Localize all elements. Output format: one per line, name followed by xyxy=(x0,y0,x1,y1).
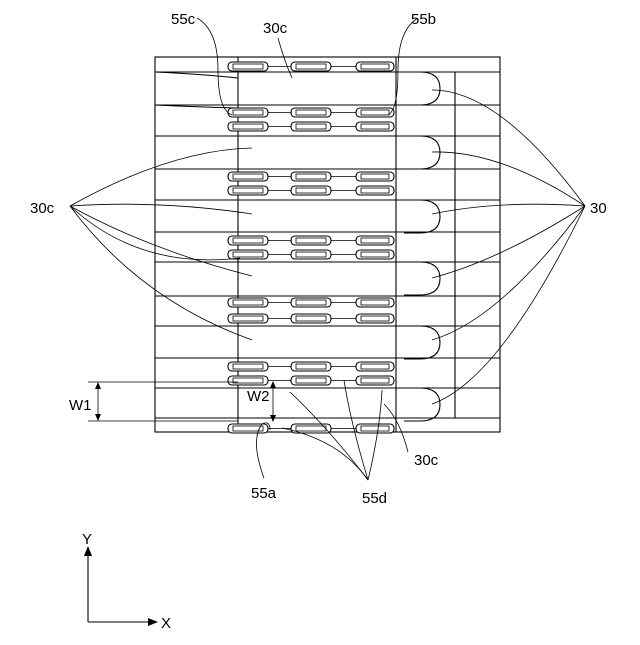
label-55b: 55b xyxy=(411,11,436,28)
adhesive-pad xyxy=(356,424,394,433)
adhesive-pad xyxy=(228,62,268,71)
label-w1: W1 xyxy=(69,397,92,414)
adhesive-pad xyxy=(291,250,331,259)
label-30-right: 30 xyxy=(590,200,607,217)
adhesive-pad xyxy=(228,236,268,245)
electrode-tab xyxy=(404,326,440,359)
adhesive-pad xyxy=(291,362,331,371)
adhesive-pad xyxy=(291,298,331,307)
adhesive-pad xyxy=(291,172,331,181)
adhesive-pad xyxy=(356,250,394,259)
adhesive-pad xyxy=(356,298,394,307)
leader-line xyxy=(282,428,368,480)
leader-line xyxy=(290,392,368,480)
w1-arrow-top xyxy=(95,382,101,389)
adhesive-pad xyxy=(228,314,268,323)
electrode-tabs xyxy=(404,72,440,421)
adhesive-pad xyxy=(228,250,268,259)
label-30c-bottom: 30c xyxy=(414,452,439,469)
adhesive-pad xyxy=(356,376,394,385)
x-axis-arrow xyxy=(148,618,158,626)
label-55d: 55d xyxy=(362,490,387,507)
adhesive-pad xyxy=(356,236,394,245)
w1-arrow-bottom xyxy=(95,414,101,421)
adhesive-pads xyxy=(228,62,394,433)
adhesive-pad xyxy=(228,362,268,371)
electrode-tab xyxy=(404,136,440,169)
adhesive-pad xyxy=(356,62,394,71)
x-axis-label: X xyxy=(161,615,171,632)
leader-lines xyxy=(70,18,585,480)
label-55c: 55c xyxy=(171,11,196,28)
adhesive-pad xyxy=(356,314,394,323)
adhesive-pad xyxy=(228,172,268,181)
electrode-tab xyxy=(404,388,440,421)
leader-line xyxy=(70,206,252,340)
label-w2: W2 xyxy=(247,388,270,405)
electrode-tab xyxy=(404,200,440,233)
adhesive-pad xyxy=(356,186,394,195)
electrode-tab xyxy=(404,262,440,295)
adhesive-pad xyxy=(356,362,394,371)
leader-line xyxy=(70,206,252,276)
adhesive-pad xyxy=(291,236,331,245)
tilted-edge-line xyxy=(155,72,238,78)
leader-line xyxy=(197,18,232,115)
adhesive-pad xyxy=(228,298,268,307)
adhesive-pad xyxy=(356,108,394,117)
leader-line xyxy=(368,390,382,480)
adhesive-pad xyxy=(228,186,268,195)
adhesive-pad xyxy=(228,122,268,131)
adhesive-pad xyxy=(291,314,331,323)
adhesive-pad xyxy=(291,62,331,71)
label-30c-left: 30c xyxy=(30,200,55,217)
w2-arrow-top xyxy=(270,381,276,388)
leader-line xyxy=(70,148,252,206)
adhesive-pad xyxy=(228,108,268,117)
adhesive-pad xyxy=(291,376,331,385)
adhesive-pad xyxy=(291,108,331,117)
y-axis-label: Y xyxy=(82,531,92,548)
adhesive-pad xyxy=(228,424,268,433)
label-30c-top: 30c xyxy=(263,20,288,37)
leader-line xyxy=(70,204,252,214)
label-55a: 55a xyxy=(251,485,277,502)
adhesive-pad xyxy=(228,376,268,385)
adhesive-pad xyxy=(291,122,331,131)
adhesive-pad xyxy=(356,122,394,131)
adhesive-pad xyxy=(356,172,394,181)
electrode-tab xyxy=(404,72,440,105)
adhesive-pad xyxy=(291,186,331,195)
